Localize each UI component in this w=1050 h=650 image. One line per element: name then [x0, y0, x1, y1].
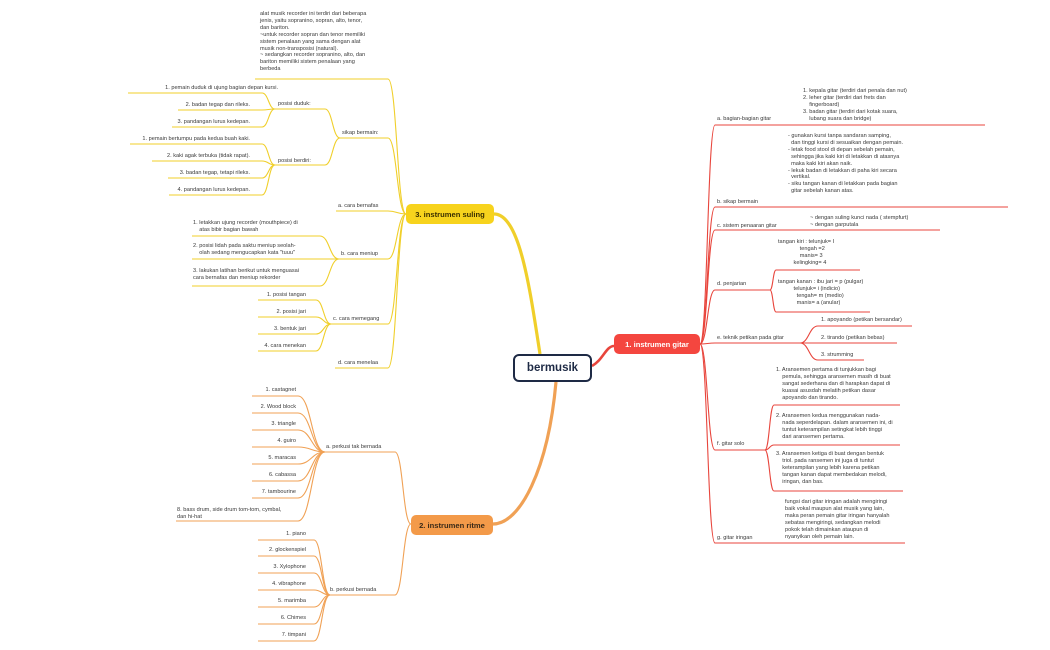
ritme-a-item[interactable]: 4. guiro	[277, 438, 296, 444]
gitar-e-item[interactable]: 1. apoyando (petikan bersandar)	[821, 317, 902, 323]
suling-duduk-label[interactable]: posisi duduk:	[278, 101, 311, 107]
ritme-a-item[interactable]: 8. bass drum, side drum tom-tom, cymbal,…	[177, 507, 282, 520]
gitar-d-text2[interactable]: tangan kanan : ibu jari = p (pulgar) tel…	[778, 279, 864, 306]
suling-bernafas-label[interactable]: a. cara bernafas	[338, 203, 379, 209]
ritme-a-item[interactable]: 2. Wood block	[260, 404, 296, 410]
ritme-a-item[interactable]: 5. maracas	[268, 455, 296, 461]
ritme-b-item[interactable]: 1. piano	[286, 531, 306, 537]
gitar-a-text[interactable]: 1. kepala gitar (terdiri dari penala dan…	[803, 88, 907, 122]
gitar-g-label[interactable]: g. gitar iringan	[717, 535, 753, 541]
suling-meniup-item[interactable]: 3. lakukan latihan berikut untuk menguas…	[193, 268, 300, 281]
gitar-f-item[interactable]: 1. Aransemen pertama di tunjukkan bagi p…	[776, 367, 891, 401]
gitar-e-label[interactable]: e. teknik petikan pada gitar	[717, 335, 784, 341]
ritme-b-item[interactable]: 5. marimba	[278, 598, 306, 604]
topic-ritme[interactable]: 2. instrumen ritme	[411, 515, 493, 535]
gitar-e-item[interactable]: 2. tirando (petikan bebas)	[821, 335, 885, 341]
suling-meniup-item[interactable]: 1. letakkan ujung recorder (mouthpiece) …	[193, 220, 298, 233]
ritme-a-label[interactable]: a. perkusi tak bernada	[326, 444, 382, 450]
suling-memegang-item[interactable]: 3. bentuk jari	[273, 326, 306, 332]
suling-duduk-item[interactable]: 3. pandangan lurus kedepan.	[177, 119, 250, 125]
suling-berdiri-item[interactable]: 2. kaki agak terbuka (tidak rapat).	[166, 153, 250, 159]
gitar-f-item[interactable]: 3. Aransemen ketiga di buat dengan bentu…	[776, 451, 887, 485]
ritme-a-item[interactable]: 6. cabassa	[268, 472, 296, 478]
ritme-b-item[interactable]: 4. vibraphone	[272, 581, 306, 587]
ritme-b-item[interactable]: 2. glockenspiel	[268, 547, 306, 553]
gitar-g-text[interactable]: fungsi dari gitar iringan adalah mengiri…	[785, 499, 890, 540]
gitar-c-label[interactable]: c. sistem penaaran gitar	[717, 223, 777, 229]
gitar-b-label[interactable]: b. sikap bermain	[717, 199, 759, 205]
ritme-b-item[interactable]: 3. Xylophone	[273, 564, 306, 570]
gitar-f-item[interactable]: 2. Aransemen kedua menggunakan nada- nad…	[776, 413, 893, 440]
suling-meniup-item[interactable]: 2. posisi lidah pada saktu meniup seolah…	[193, 243, 296, 256]
suling-memegang-label[interactable]: c. cara memegang	[333, 316, 380, 322]
ritme-b-item[interactable]: 6. Chimes	[280, 615, 306, 621]
suling-memegang-item[interactable]: 2. posisi jari	[276, 309, 306, 315]
ritme-a-item[interactable]: 1. castagnet	[265, 387, 296, 393]
ritme-b-label[interactable]: b. perkusi bernada	[330, 587, 377, 593]
gitar-b-text[interactable]: - gunakan kursi tanpa sandaran samping, …	[788, 133, 904, 195]
ritme-b-item[interactable]: 7. timpani	[281, 632, 306, 638]
suling-berdiri-item[interactable]: 4. pandangan lurus kedepan.	[177, 187, 250, 193]
suling-meniup-label[interactable]: b. cara meniup	[341, 251, 379, 257]
suling-menelaa-label[interactable]: d. cara menelaa	[338, 360, 379, 366]
suling-intro[interactable]: alat musik recorder ini terdiri dari beb…	[260, 11, 367, 73]
topic-suling[interactable]: 3. instrumen suling	[406, 204, 494, 224]
ritme-a-item[interactable]: 7. tambourine	[261, 489, 296, 495]
suling-memegang-item[interactable]: 4. cara menekan	[264, 343, 306, 349]
gitar-d-text1[interactable]: tangan kiri : telunjuk= I tengah =2 mani…	[778, 239, 835, 266]
root-topic[interactable]: bermusik	[513, 354, 592, 382]
suling-duduk-item[interactable]: 2. badan tegap dan rileks.	[185, 102, 250, 108]
suling-berdiri-label[interactable]: posisi berdiri:	[278, 158, 311, 164]
gitar-f-label[interactable]: f. gitar solo	[717, 441, 745, 447]
suling-berdiri-item[interactable]: 3. badan tegap, tetapi rileks.	[179, 170, 250, 176]
gitar-e-item[interactable]: 3. strumming	[821, 352, 854, 358]
gitar-a-label[interactable]: a. bagian-bagian gitar	[717, 116, 772, 122]
ritme-a-item[interactable]: 3. triangle	[271, 421, 296, 427]
gitar-d-label[interactable]: d. penjarian	[717, 281, 747, 287]
gitar-c-text[interactable]: ~ dengan suling kunci nada ( stempfurt) …	[810, 215, 909, 228]
suling-sikap-label[interactable]: sikap bermain:	[342, 130, 379, 136]
suling-memegang-item[interactable]: 1. posisi tangan	[266, 292, 306, 298]
topic-gitar[interactable]: 1. instrumen gitar	[614, 334, 700, 354]
suling-duduk-item[interactable]: 1. pemain duduk di ujung bagian depan ku…	[165, 85, 278, 91]
suling-berdiri-item[interactable]: 1. pemain bertumpu pada kedua buah kaki.	[142, 136, 250, 142]
